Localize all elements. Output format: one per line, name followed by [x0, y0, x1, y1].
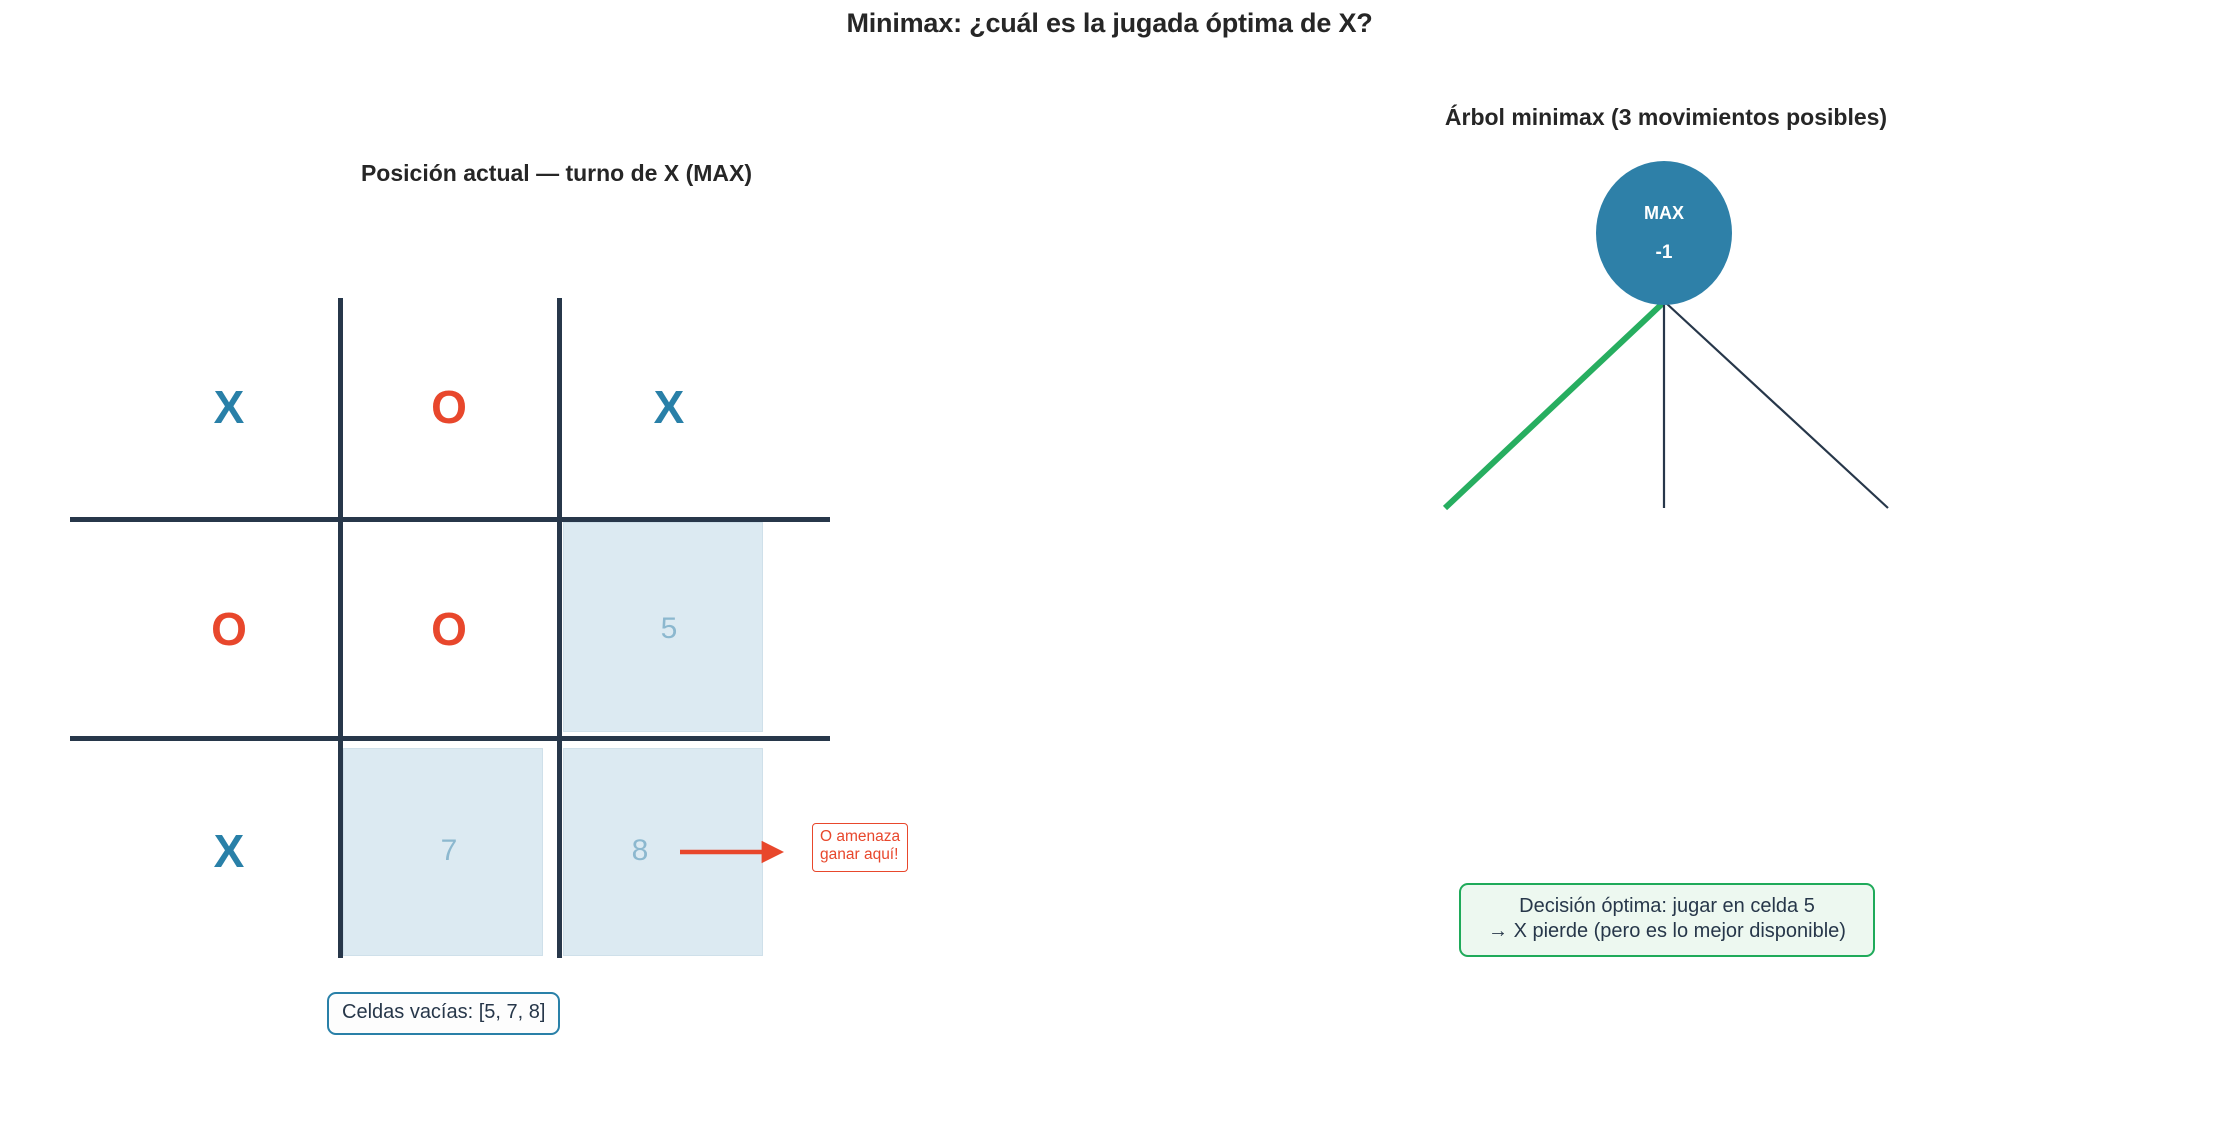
board-panel-title: Posición actual — turno de X (MAX)	[360, 160, 753, 186]
grid-line-vertical-2	[557, 298, 562, 958]
node-label: MAX	[1644, 203, 1684, 223]
board-cell-mark: X	[213, 825, 245, 877]
threat-arrow-icon	[680, 840, 785, 864]
empty-cells-badge: Celdas vacías: [5, 7, 8]	[327, 992, 561, 1035]
threat-callout: O amenaza ganar aquí!	[812, 823, 909, 872]
board-cell-mark: X	[653, 381, 685, 433]
board-cell-7[interactable]: X	[120, 742, 338, 960]
tic-tac-toe-board: X O X O O 5 X 7 8	[70, 298, 830, 960]
board-cell-index-label: 7	[440, 834, 458, 867]
board-cell-index-label: 5	[660, 612, 678, 645]
cell-highlight-5	[563, 522, 763, 732]
board-cell-mark: O	[431, 381, 467, 433]
tree-edge-right	[1665, 302, 1889, 509]
cell-highlight-7	[343, 748, 543, 956]
page-title: Minimax: ¿cuál es la jugada óptima de X?	[846, 8, 1373, 38]
grid-line-horizontal-2	[70, 736, 830, 741]
minimax-tree: MAX -1 celda 5 celda 7 celda 8 X@5 -1 X@…	[1113, 0, 2219, 1136]
grid-line-horizontal-1	[70, 517, 830, 522]
grid-line-vertical-1	[338, 298, 343, 958]
board-cell-5[interactable]: O	[340, 520, 558, 738]
board-cell-mark: X	[213, 381, 245, 433]
decision-callout: Decisión óptima: jugar en celda 5 → X pi…	[1459, 883, 1875, 958]
board-cell-8-empty[interactable]: 7	[340, 742, 558, 960]
node-value: -1	[1655, 242, 1673, 263]
board-cell-9-empty[interactable]: 8	[560, 742, 778, 960]
board-cell-6-empty[interactable]: 5	[560, 520, 778, 738]
tree-edge-best	[1442, 300, 1666, 511]
board-cell-2[interactable]: O	[340, 298, 558, 516]
tree-node-root-max[interactable]: MAX -1	[1596, 161, 1732, 305]
board-cell-mark: O	[211, 603, 247, 655]
board-cell-mark: O	[431, 603, 467, 655]
tree-panel-title: Árbol minimax (3 movimientos posibles)	[1444, 104, 1888, 130]
board-cell-1[interactable]: X	[120, 298, 338, 516]
board-cell-index-label: 8	[631, 834, 649, 867]
board-cell-3[interactable]: X	[560, 298, 778, 516]
board-cell-4[interactable]: O	[120, 520, 338, 738]
tree-edges	[1442, 300, 1889, 511]
